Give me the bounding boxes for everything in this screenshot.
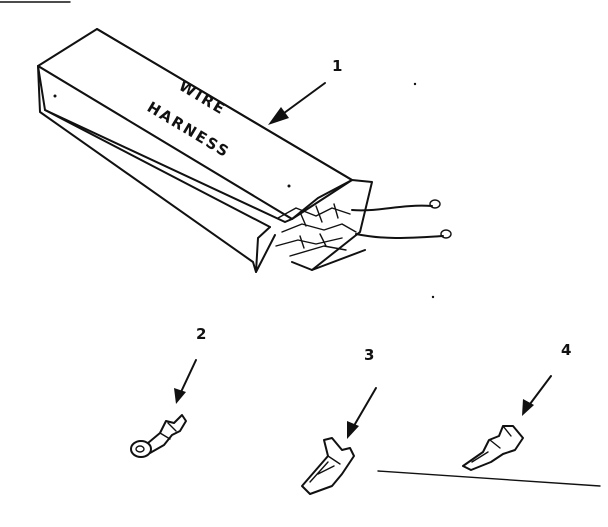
callout-3-arrowhead xyxy=(347,421,359,439)
wire-harness-box xyxy=(37,28,452,273)
bottom-edge-line xyxy=(377,470,601,487)
callout-2: 2 xyxy=(196,325,206,343)
callout-2-leader xyxy=(180,359,197,393)
callout-4: 4 xyxy=(561,341,571,359)
callout-1-arrowhead xyxy=(268,107,289,125)
callout-2-arrowhead xyxy=(174,388,186,404)
callout-1: 1 xyxy=(332,57,342,75)
callout-3: 3 xyxy=(364,346,374,364)
callout-3-leader xyxy=(354,387,377,425)
callout-4-leader xyxy=(529,375,552,405)
spade-terminal-4 xyxy=(462,425,524,471)
ring-terminal xyxy=(130,414,187,458)
callout-1-leader xyxy=(279,82,326,117)
callout-4-arrowhead xyxy=(522,399,534,416)
spade-terminal-3 xyxy=(301,437,355,495)
